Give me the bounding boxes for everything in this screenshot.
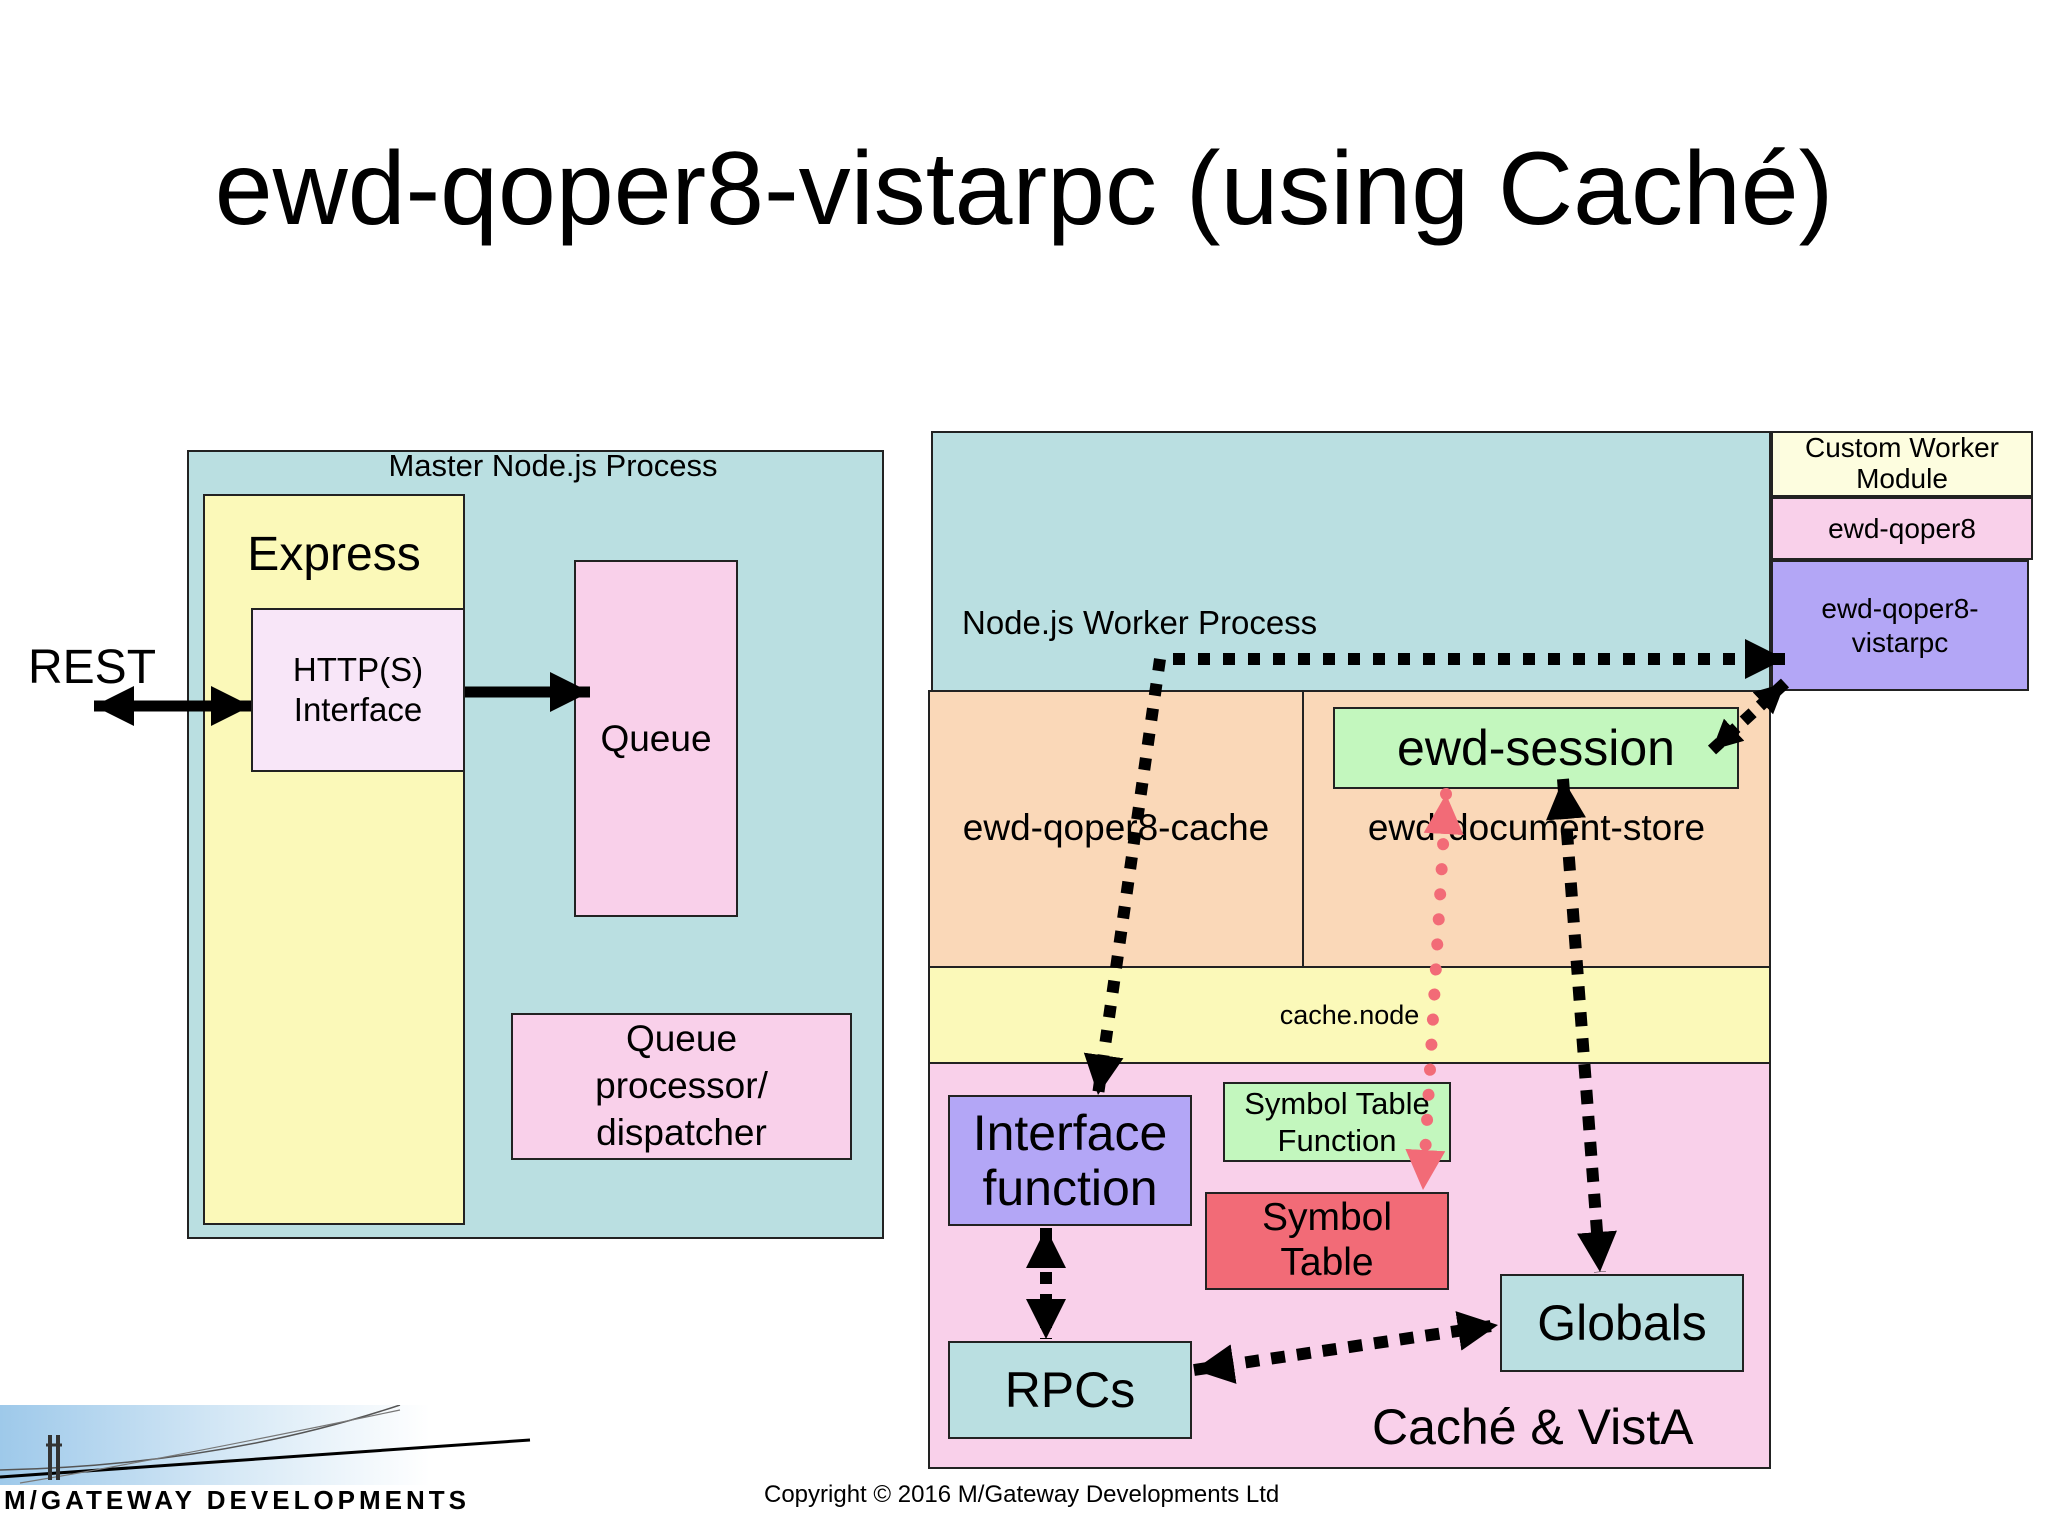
- vistarpc-box: ewd-qoper8- vistarpc: [1771, 560, 2029, 691]
- queue-box: Queue: [574, 560, 738, 917]
- company-logo: M/GATEWAY DEVELOPMENTS: [0, 1405, 540, 1536]
- master-process-label: Master Node.js Process: [388, 448, 718, 483]
- copyright-text: Copyright © 2016 M/Gateway Developments …: [764, 1481, 1280, 1508]
- express-box: [203, 494, 465, 1225]
- worker-process-label: Node.js Worker Process: [962, 604, 1318, 641]
- interface-function-box: Interface function: [948, 1095, 1192, 1226]
- logo-text: M/GATEWAY DEVELOPMENTS: [4, 1489, 471, 1515]
- ewd-qoper8-box: ewd-qoper8: [1771, 497, 2033, 560]
- dispatcher-box: Queue processor/ dispatcher: [511, 1013, 852, 1160]
- custom-worker-module-box: Custom Worker Module: [1771, 431, 2033, 497]
- ewd-session-box: ewd-session: [1333, 707, 1739, 789]
- cache-vista-label: Caché & VistA: [1372, 1399, 1694, 1455]
- bridge-logo-graphic: [0, 1405, 531, 1485]
- worker-process-box: [931, 431, 1771, 693]
- symbol-table-box: Symbol Table: [1205, 1192, 1449, 1290]
- slide-title: ewd-qoper8-vistarpc (using Caché): [214, 131, 1834, 247]
- rest-label: REST: [28, 641, 157, 694]
- cache-node-box: cache.node: [928, 966, 1771, 1064]
- document-store-label: ewd-document-store: [1367, 807, 1706, 848]
- symbol-table-function-box: Symbol Table Function: [1223, 1082, 1451, 1162]
- globals-box: Globals: [1500, 1274, 1744, 1372]
- cache-module-label: ewd-qoper8-cache: [962, 807, 1270, 848]
- http-interface-box: HTTP(S) Interface: [251, 608, 465, 772]
- rpcs-box: RPCs: [948, 1341, 1192, 1439]
- express-label: Express: [247, 528, 421, 581]
